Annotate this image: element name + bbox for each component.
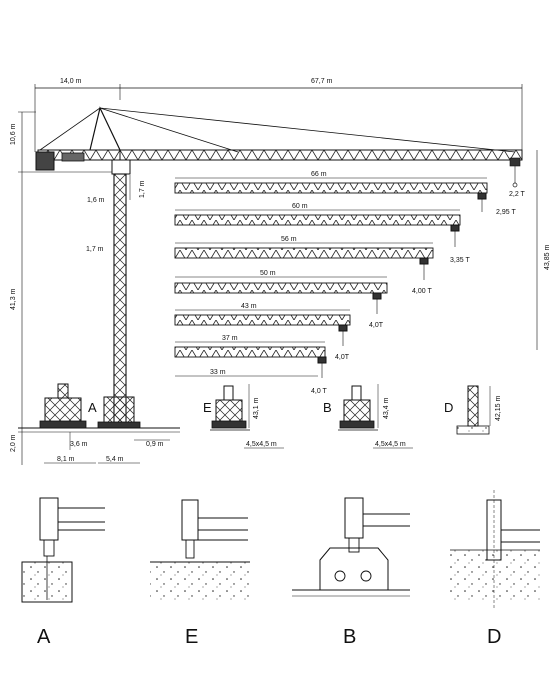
counter-jib-dim: 14,0 m — [60, 78, 82, 85]
tip-load-dim: 2,2 T — [509, 191, 526, 198]
jib-60-load: 3,35 T — [450, 257, 470, 264]
main-crane — [18, 84, 538, 465]
foundation-a-depth: 3,6 m — [70, 441, 88, 448]
foundation-a-embed: 0,9 m — [146, 441, 164, 448]
jib-50-load: 4,0T — [369, 322, 384, 329]
foundation-b-size: 4,5x4,5 m — [375, 441, 406, 448]
foundation-a — [39, 383, 170, 464]
base-height-dim: 2,0 m — [10, 434, 17, 452]
foundation-a-letter: A — [88, 400, 97, 415]
jib-length-dim: 67,7 m — [311, 78, 333, 85]
foundation-e-letter: E — [203, 400, 212, 415]
foundation-e-height: 43,1 m — [253, 397, 260, 419]
jib-37-length: 37 m — [222, 335, 238, 342]
total-height-dim: 43,85 m — [544, 245, 551, 270]
foundation-b — [338, 384, 413, 449]
head-height-dim: 10,6 m — [10, 123, 17, 145]
jib-66-length: 66 m — [311, 171, 327, 178]
jib-50-length: 50 m — [260, 270, 276, 277]
foundation-b-letter: B — [323, 400, 332, 415]
mast-section-dim: 1,7 m — [86, 246, 104, 253]
detail-b — [292, 497, 410, 597]
hook-drop-dim: 1,7 m — [139, 180, 146, 198]
detail-e-label: E — [185, 626, 198, 648]
detail-a-label: A — [37, 626, 51, 648]
hook-height-dim: 41,3 m — [10, 288, 17, 310]
jib-37-load: 4,0 T — [311, 388, 328, 395]
detail-a — [21, 497, 105, 603]
foundation-a-mast-width: 5,4 m — [106, 456, 124, 463]
jib-43-length: 43 m — [241, 303, 257, 310]
jib-60-length: 60 m — [292, 203, 308, 210]
jib-56-load: 4,00 T — [412, 288, 432, 295]
jib-56-length: 56 m — [281, 236, 297, 243]
foundation-d-height: 42,15 m — [495, 396, 502, 421]
detail-b-label: B — [343, 626, 356, 648]
detail-d — [450, 490, 540, 610]
jib-33-length: 33 m — [210, 369, 226, 376]
foundation-d-letter: D — [444, 400, 453, 415]
detail-d-label: D — [487, 626, 501, 648]
foundation-e-size: 4,5x4,5 m — [246, 441, 277, 448]
foundation-b-height: 43,4 m — [383, 397, 390, 419]
foundation-d — [456, 385, 491, 435]
detail-e — [150, 499, 250, 602]
cab-offset-dim: 1,6 m — [87, 197, 105, 204]
foundation-a-width: 8,1 m — [57, 456, 75, 463]
jib-66-load: 2,95 T — [496, 209, 516, 216]
foundation-e — [210, 384, 284, 449]
jib-43-load: 4,0T — [335, 354, 350, 361]
jib-configurations — [174, 177, 488, 378]
